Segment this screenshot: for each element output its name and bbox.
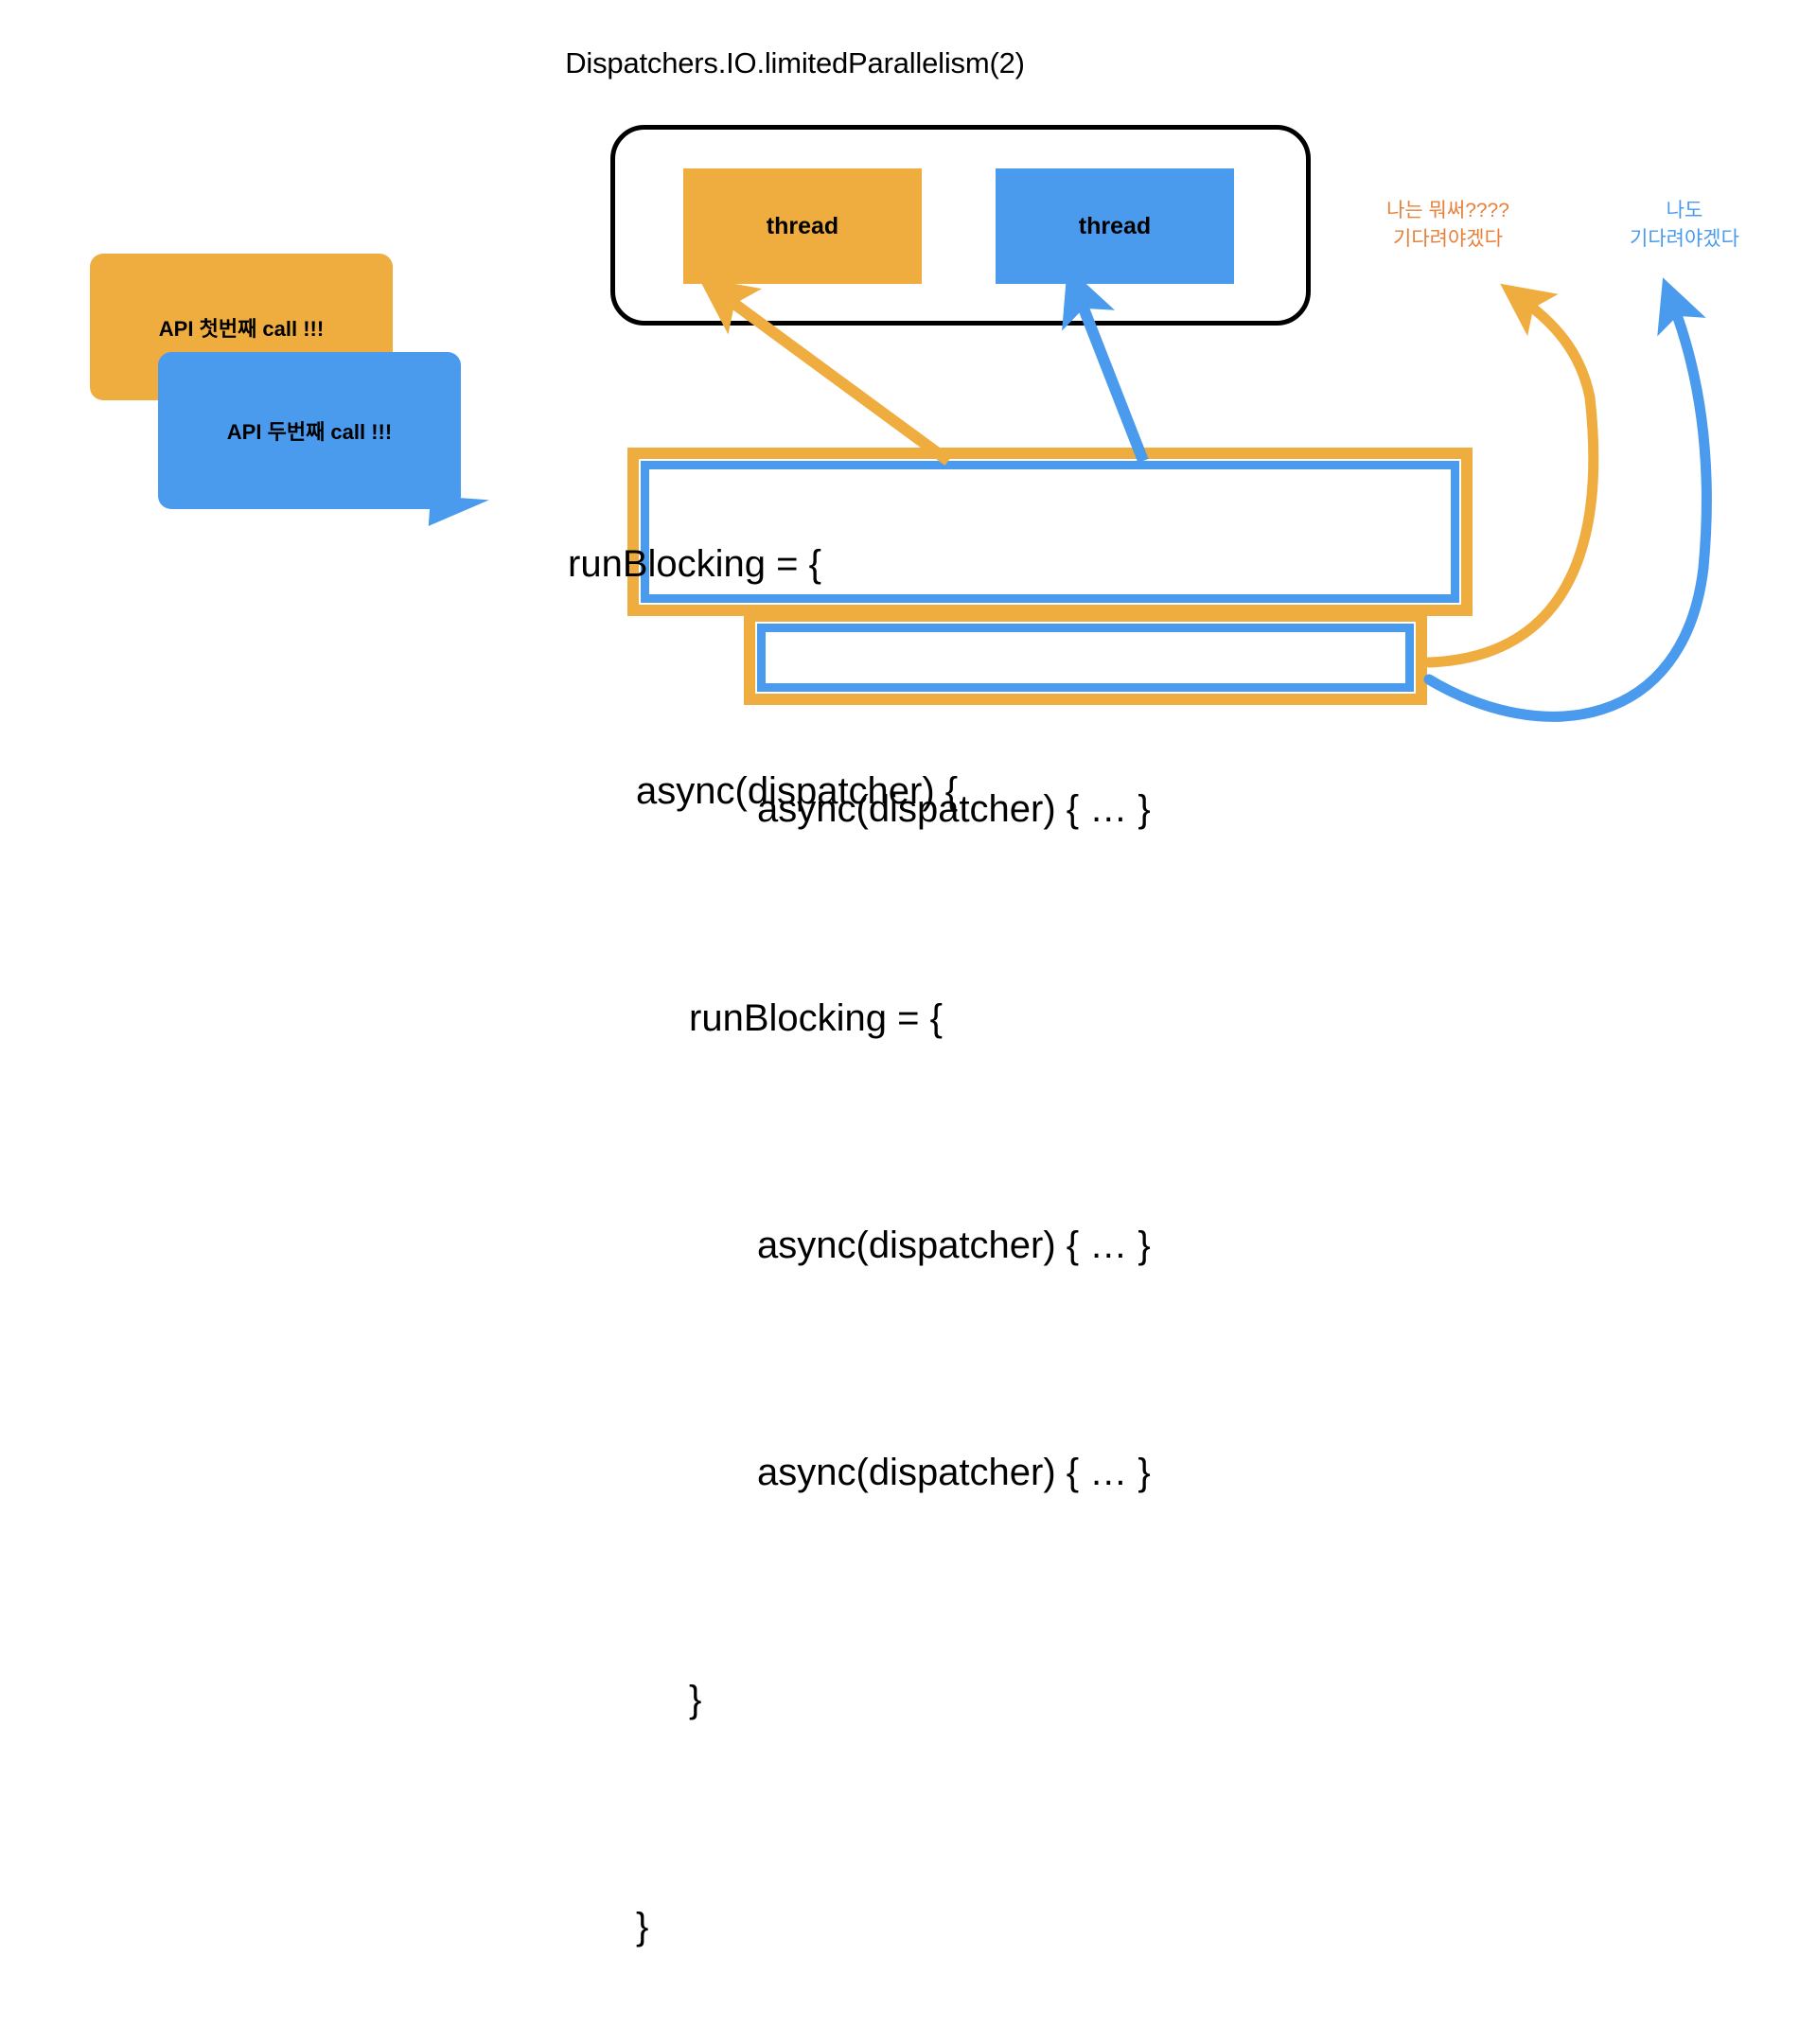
highlight-frame-blue-inner [641, 461, 1459, 603]
dispatcher-title: Dispatchers.IO.limitedParallelism(2) [565, 46, 1025, 79]
code-line-2: async(dispatcher) { [636, 770, 959, 812]
code-line-7: } [636, 1906, 649, 1947]
note-blue-line-2: 기다려야겠다 [1630, 228, 1739, 250]
note-orange-line-2: 기다려야겠다 [1393, 228, 1503, 250]
highlight-frame-blue-inner-2 [757, 624, 1414, 692]
note-orange-line-1: 나는 뭐써???? [1386, 200, 1509, 221]
code-line-4-overlay: async(dispatcher) { … } [757, 788, 1151, 830]
code-line-4: async(dispatcher) { … } [757, 1225, 1151, 1266]
speech-bubble-second-call: API 두번째 call !!! [158, 352, 461, 509]
code-line-1: runBlocking = { [568, 543, 821, 585]
note-orange-waiting: 나는 뭐써???? 기다려야겠다 [1339, 197, 1557, 254]
thread-box-1: thread [683, 168, 922, 284]
code-line-5: async(dispatcher) { … } [757, 1452, 1151, 1493]
code-listing-overlay: async(dispatcher) { … } [568, 610, 1151, 1008]
note-blue-line-1: 나도 [1666, 200, 1703, 221]
thread-box-2: thread [996, 168, 1234, 284]
code-line-6: } [689, 1679, 702, 1720]
diagram-canvas: Dispatchers.IO.limitedParallelism(2) thr… [90, 46, 1793, 1947]
note-blue-waiting: 나도 기다려야겠다 [1576, 197, 1793, 254]
